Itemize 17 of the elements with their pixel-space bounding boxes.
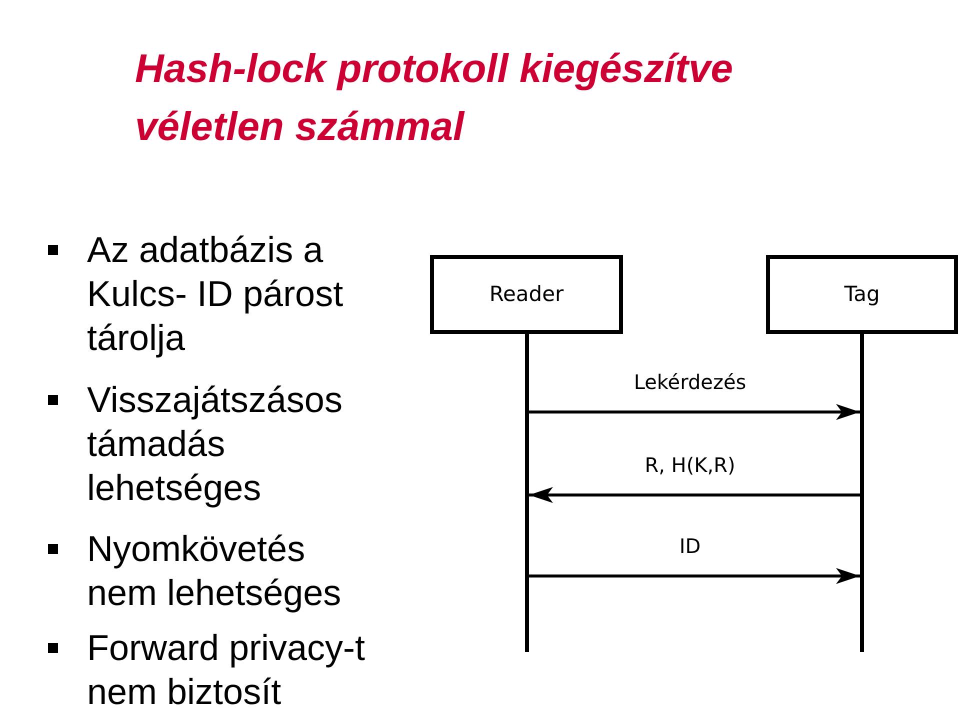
message-label: R, H(K,R) [644,453,736,477]
participant-label: Reader [489,281,564,307]
bullet-text: Visszajátszásos támadás lehetséges [87,378,344,510]
message-arrow [529,487,860,503]
message-label: Lekérdezés [632,370,748,394]
participant-box [430,255,623,334]
bullet-text: Az adatbázis a Kulcs- ID párost tárolja [87,228,344,360]
lifeline [525,334,529,652]
lifeline [860,334,864,652]
bullet-text: Nyomkövetés nem lehetséges [87,527,342,615]
bullet-text: Forward privacy-t nem biztosít [87,626,366,714]
title: Hash-lock protokoll kiegészítve véletlen számmal [135,46,734,151]
participant-box [766,255,958,334]
message-label: ID [678,534,702,558]
message-arrow [529,404,860,420]
participant-label: Tag [844,281,880,307]
message-arrow [529,568,860,584]
